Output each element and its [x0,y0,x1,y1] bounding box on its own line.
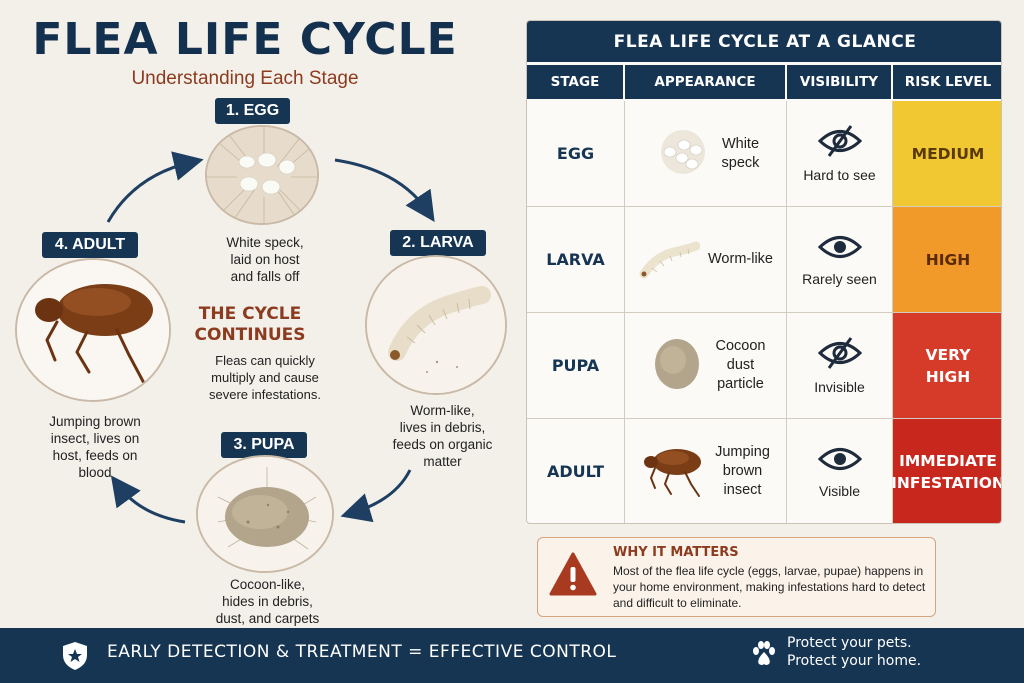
table-cell-visibility: Visible [787,419,893,523]
glance-table: FLEA LIFE CYCLE AT A GLANCE STAGE APPEAR… [526,20,1002,524]
stage-label-egg: 1. EGG [215,98,290,124]
col-header-stage: STAGE [527,65,623,99]
appearance-text: Cocoon dust particle [715,338,766,392]
table-cell-appearance: Jumping brown insect [625,419,787,523]
visibility-text: Rarely seen [802,271,877,287]
stage-label-adult: 4. ADULT [42,232,138,258]
table-cell-stage: ADULT [527,419,625,523]
col-header-appearance: APPEARANCE [625,65,785,99]
larva-image [365,255,507,395]
footer-bar: EARLY DETECTION & TREATMENT = EFFECTIVE … [0,628,1024,683]
footer-home-line: Protect your home. [787,653,922,669]
cycle-heading: THE CYCLE CONTINUES [194,304,306,345]
visibility-text: Visible [819,483,860,499]
table-cell-appearance: Cocoon dust particle [625,313,787,419]
page-title: FLEA LIFE CYCLE [32,14,458,65]
stage-desc-egg: White speck, laid on host and falls off [226,235,304,284]
cycle-arrows [106,151,435,524]
why-it-matters-box: WHY IT MATTERS Most of the flea life cyc… [537,537,936,617]
table-cell-risk: VERY HIGH [893,313,1001,419]
stage-desc-pupa: Cocoon-like, hides in debris, dust, and … [215,577,320,626]
why-title: WHY IT MATTERS [613,545,739,560]
arrow-egg-to-larva [334,158,435,222]
stage-desc-larva: Worm-like, lives in debris, feeds on org… [392,403,493,469]
table-cell-risk: HIGH [893,207,1001,313]
table-cell-stage: LARVA [527,207,625,313]
appearance-thumbnail [641,442,707,501]
appearance-thumbnail [638,234,701,285]
warning-icon [549,552,597,596]
table-title: FLEA LIFE CYCLE AT A GLANCE [527,21,1001,62]
appearance-thumbnail [646,336,708,395]
eye-icon [817,232,862,265]
egg-image [205,125,319,225]
stage-desc-adult: Jumping brown insect, lives on host, fee… [49,414,141,480]
eye-slash-icon [817,124,862,161]
table-cell-appearance: White speck [625,101,787,207]
arrow-adult-to-egg [106,151,204,223]
table-cell-visibility: Rarely seen [787,207,893,313]
page-subtitle: Understanding Each Stage [131,68,359,89]
col-header-visibility: VISIBILITY [787,65,891,99]
col-header-risk: RISK LEVEL [893,65,1001,99]
table-cell-stage: PUPA [527,313,625,419]
table-cell-visibility: Invisible [787,313,893,419]
footer-slogan: EARLY DETECTION & TREATMENT = EFFECTIVE … [107,642,617,662]
table-cell-visibility: Hard to see [787,101,893,207]
footer-pets-line: Protect your pets. [787,635,912,651]
appearance-text: White speck [721,135,760,171]
pupa-image [196,455,334,573]
eye-slash-icon [817,336,862,373]
appearance-thumbnail [652,128,714,179]
shield-icon [63,642,87,670]
adult-image [15,258,171,402]
table-cell-risk: IMMEDIATE INFESTATION [891,419,1001,523]
eye-icon [817,444,862,477]
stage-label-larva: 2. LARVA [390,230,486,256]
visibility-text: Hard to see [803,167,876,183]
why-text: Most of the flea life cycle (eggs, larva… [613,564,926,610]
arrow-larva-to-pupa [340,469,412,523]
visibility-text: Invisible [814,379,865,395]
stage-label-pupa: 3. PUPA [221,432,307,458]
cycle-text: Fleas can quickly multiply and cause sev… [208,353,321,402]
table-cell-stage: EGG [527,101,625,207]
table-cell-appearance: Worm-like [625,207,787,313]
paw-icon [753,641,775,665]
table-cell-risk: MEDIUM [893,101,1001,207]
arrow-pupa-to-adult [110,475,186,524]
appearance-text: Worm-like [708,251,773,267]
appearance-text: Jumping brown insect [715,444,770,498]
